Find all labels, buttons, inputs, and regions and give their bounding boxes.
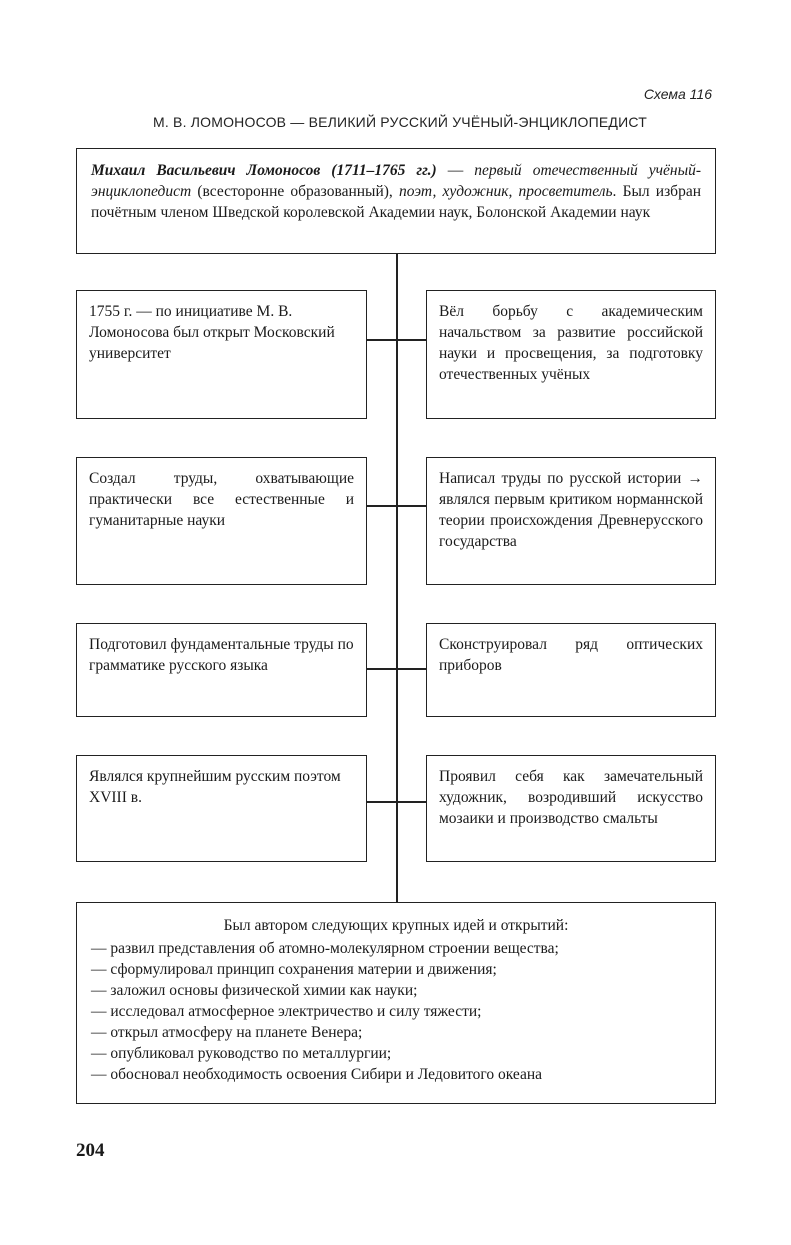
card-grammar: Подготовил фундаментальные труды по грам…: [76, 623, 367, 717]
connector-row1-left: [367, 339, 397, 341]
list-item: — открыл атмосферу на планете Венера;: [91, 1024, 363, 1041]
page-title: М. В. ЛОМОНОСОВ — ВЕЛИКИЙ РУССКИЙ УЧЁНЫЙ…: [153, 114, 647, 130]
list-item: — опубликовал руководство по металлургии…: [91, 1045, 392, 1062]
list-item: — развил представления об атомно-молекул…: [91, 940, 559, 957]
card-university: 1755 г. — по инициативе М. В. Ломоносова…: [76, 290, 367, 419]
card-sciences: Создал труды, охватывающие практически в…: [76, 457, 367, 585]
scheme-label: Схема 116: [643, 86, 712, 102]
card-artist: Проявил себя как замечательный художник,…: [426, 755, 716, 862]
card-academic-struggle: Вёл борьбу с академическим начальством з…: [426, 290, 716, 419]
intro-dash: —: [436, 162, 475, 179]
discoveries-list: — развил представления об атомно-молекул…: [91, 938, 701, 1085]
intro-name: Михаил Васильевич Ломоносов (1711–1765 г…: [91, 162, 437, 179]
connector-row4-left: [367, 801, 397, 803]
card-optics: Сконструировал ряд оптических приборов: [426, 623, 716, 717]
list-item: — обосновал необходимость освоения Сибир…: [91, 1066, 543, 1083]
list-item: — сформулировал принцип сохранения матер…: [91, 961, 497, 978]
list-item: — исследовал атмосферное электричество и…: [91, 1003, 482, 1020]
intro-box: Михаил Васильевич Ломоносов (1711–1765 г…: [76, 148, 716, 254]
connector-row2-right: [397, 505, 426, 507]
connector-trunk: [396, 254, 398, 902]
intro-rest: . Был избран почётным членом Шведской ко…: [91, 183, 701, 221]
card-history: Написал труды по русской истории → являл…: [426, 457, 716, 585]
page-number: 204: [76, 1140, 105, 1161]
connector-row4-right: [397, 801, 426, 803]
discoveries-heading: Был автором следующих крупных идей и отк…: [223, 917, 569, 934]
intro-roles: поэт, художник, просветитель: [398, 183, 613, 200]
intro-clarification: (всесторонне образованный),: [191, 183, 399, 200]
connector-row1-right: [397, 339, 426, 341]
connector-row3-left: [367, 668, 397, 670]
list-item: — заложил основы физической химии как на…: [91, 982, 418, 999]
card-poet: Являлся крупнейшим русским поэтом XVIII …: [76, 755, 367, 862]
connector-row3-right: [397, 668, 426, 670]
intro-role: первый отечественный учёный-энциклопедис…: [91, 162, 702, 200]
connector-row2-left: [367, 505, 397, 507]
discoveries-box: Был автором следующих крупных идей и отк…: [76, 902, 716, 1104]
